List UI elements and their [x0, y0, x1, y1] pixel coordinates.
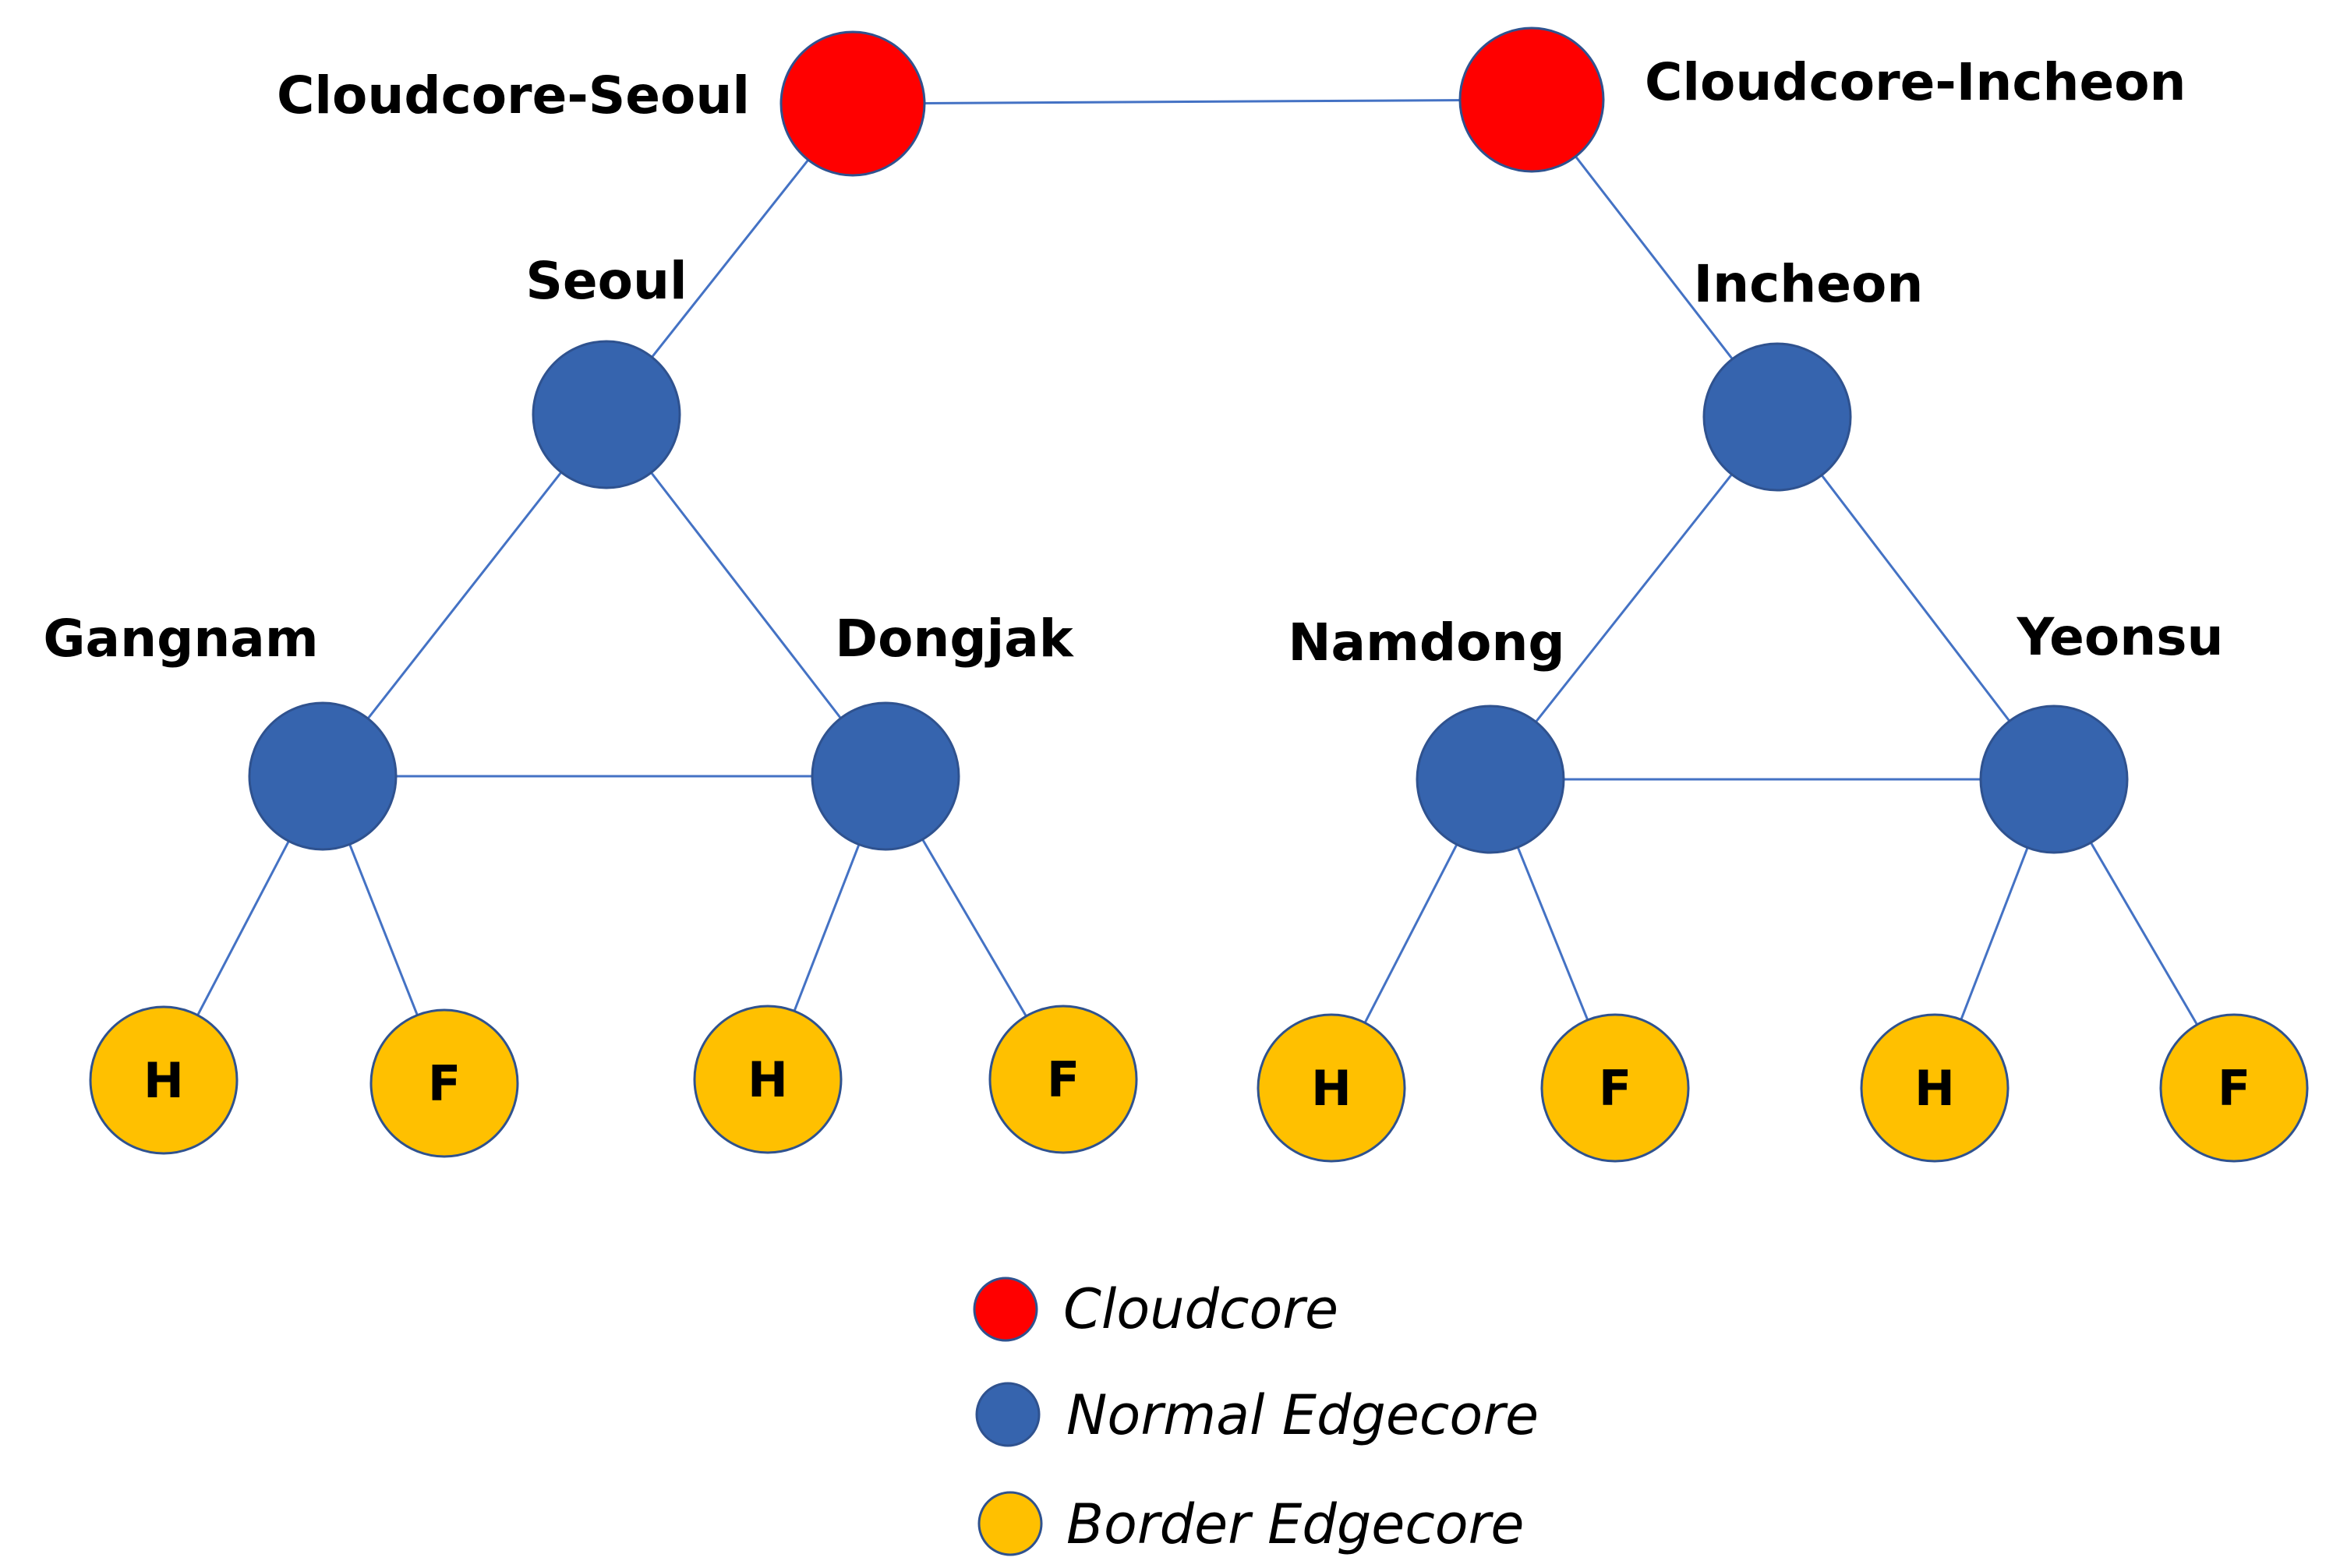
node-yeonsu-f — [2159, 1013, 2309, 1163]
edge-seoul-to-gangnam — [321, 414, 608, 777]
edge-incheon-to-yeonsu — [1776, 416, 2056, 780]
label-seoul: Seoul — [525, 251, 687, 311]
node-dongjak-h — [693, 1005, 843, 1154]
node-namdong-f — [1540, 1013, 1690, 1163]
node-gangnam — [248, 701, 398, 851]
edges-layer — [162, 98, 2236, 1089]
node-gangnam-h — [89, 1005, 239, 1155]
node-yeonsu-f-letter: F — [2218, 1060, 2250, 1117]
node-gangnam-f-letter: F — [428, 1055, 461, 1112]
node-dongjak-f-letter: F — [1047, 1051, 1080, 1108]
node-namdong-h-letter: H — [1311, 1060, 1352, 1117]
node-dongjak-h-letter: H — [748, 1051, 788, 1108]
label-cloudcore-incheon: Cloudcore-Incheon — [1645, 52, 2186, 112]
label-dongjak: Dongjak — [835, 609, 1075, 669]
legend: Cloudcore Normal Edgecore Border Edgecor… — [973, 1277, 1539, 1556]
node-cloudcore-seoul — [779, 30, 926, 177]
node-dongjak-f — [988, 1005, 1138, 1154]
legend-border-edgecore-label: Border Edgecore — [1066, 1492, 1524, 1556]
node-yeonsu — [1979, 705, 2129, 854]
legend-cloudcore-swatch — [973, 1277, 1038, 1342]
legend-border-edgecore-swatch — [977, 1491, 1043, 1556]
node-yeonsu-h-letter: H — [1914, 1060, 1955, 1117]
node-incheon — [1702, 342, 1852, 492]
node-namdong-h — [1257, 1013, 1406, 1163]
edge-cloudcore-seoul-to-cloudcore-incheon — [852, 98, 1532, 105]
legend-normal-edgecore-label: Normal Edgecore — [1066, 1383, 1539, 1447]
label-gangnam: Gangnam — [43, 609, 318, 669]
node-gangnam-f — [369, 1008, 519, 1158]
node-yeonsu-h — [1860, 1013, 2010, 1163]
label-incheon: Incheon — [1694, 254, 1924, 314]
node-cloudcore-incheon — [1458, 26, 1605, 173]
legend-cloudcore-label: Cloudcore — [1063, 1277, 1338, 1341]
node-dongjak — [811, 701, 960, 851]
legend-normal-edgecore-swatch — [975, 1382, 1041, 1447]
label-cloudcore-seoul: Cloudcore-Seoul — [277, 65, 750, 125]
node-namdong — [1416, 705, 1565, 854]
labels-layer: Cloudcore-Seoul Cloudcore-Incheon Seoul … — [43, 52, 2223, 673]
node-seoul — [532, 340, 681, 489]
edge-incheon-to-namdong — [1489, 416, 1779, 780]
label-namdong: Namdong — [1288, 613, 1564, 673]
label-yeonsu: Yeonsu — [2016, 607, 2223, 667]
node-gangnam-h-letter: H — [143, 1052, 184, 1109]
node-namdong-f-letter: F — [1599, 1060, 1631, 1117]
edge-seoul-to-dongjak — [605, 414, 887, 777]
